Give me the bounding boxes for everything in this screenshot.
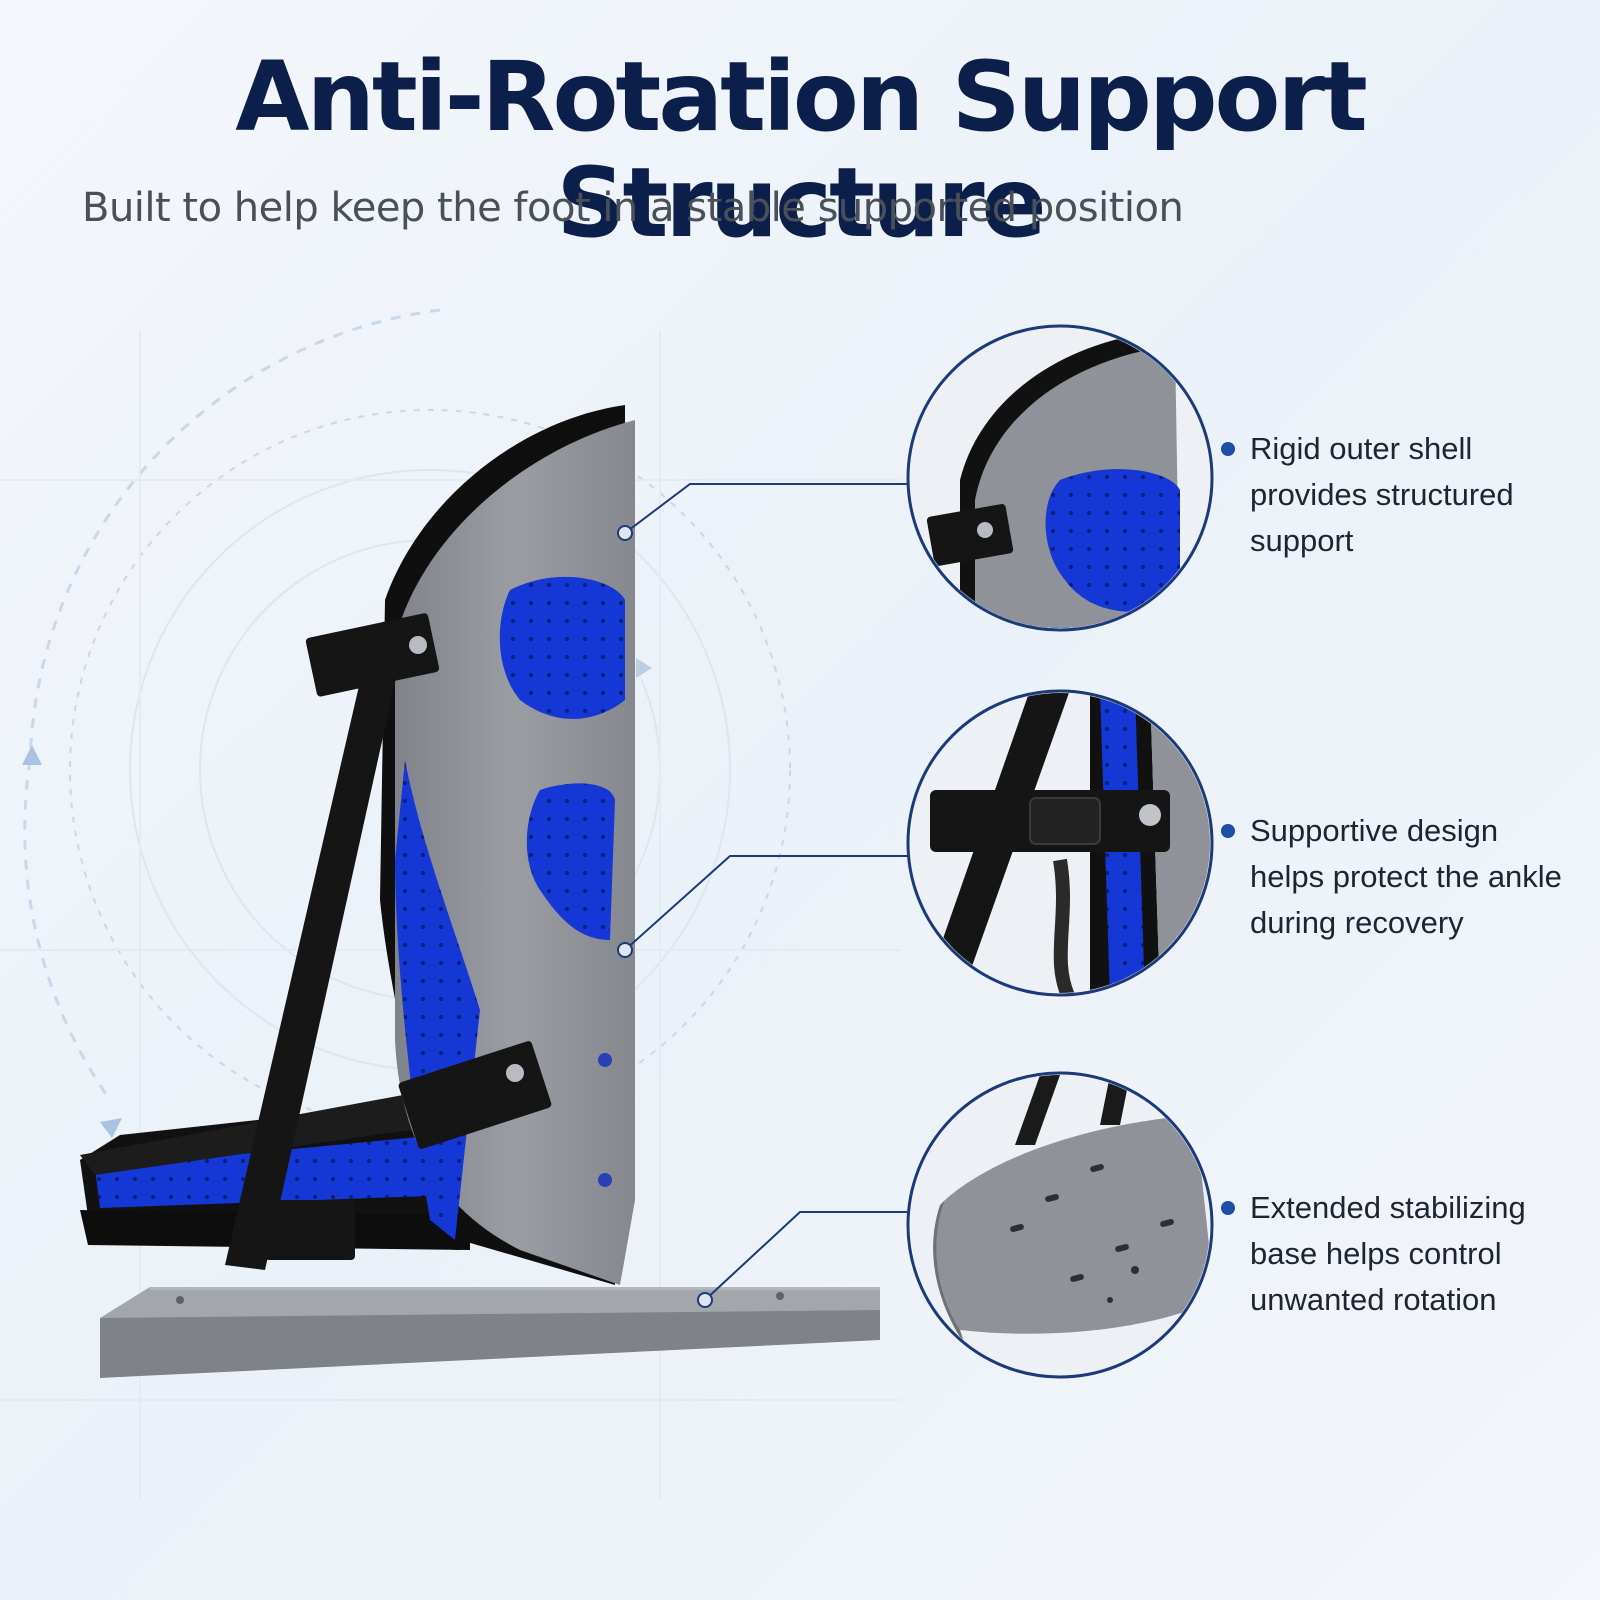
callout-dot <box>617 525 633 541</box>
feature-text: Supportive design helps protect the ankl… <box>1250 813 1562 940</box>
arrow-marker-icon <box>636 658 652 678</box>
callout-dot <box>697 1292 713 1308</box>
feature-item-shell: Rigid outer shell provides structured su… <box>1221 426 1580 564</box>
feature-text: Extended stabilizing base helps control … <box>1250 1190 1526 1317</box>
zoom-circle-base <box>906 1071 1214 1379</box>
zoom-circle-shell <box>906 324 1214 632</box>
feature-item-strap: Supportive design helps protect the ankl… <box>1221 808 1580 946</box>
bullet-dot-icon <box>1221 442 1235 456</box>
zoom-circle-strap <box>906 689 1214 997</box>
stabilizing-base <box>100 1287 880 1378</box>
bullet-dot-icon <box>1221 1201 1235 1215</box>
page-title: Anti-Rotation Support Structure <box>235 41 1367 259</box>
straps <box>225 613 552 1270</box>
page-subtitle: Built to help keep the foot in a stable … <box>82 185 1184 231</box>
callout-dot <box>617 942 633 958</box>
feature-text: Rigid outer shell provides structured su… <box>1250 431 1514 558</box>
feature-item-base: Extended stabilizing base helps control … <box>1221 1185 1580 1323</box>
callout-lines <box>624 483 912 1301</box>
arrow-marker-icon <box>100 1118 122 1138</box>
arrow-marker-icon <box>22 745 42 765</box>
bullet-dot-icon <box>1221 824 1235 838</box>
